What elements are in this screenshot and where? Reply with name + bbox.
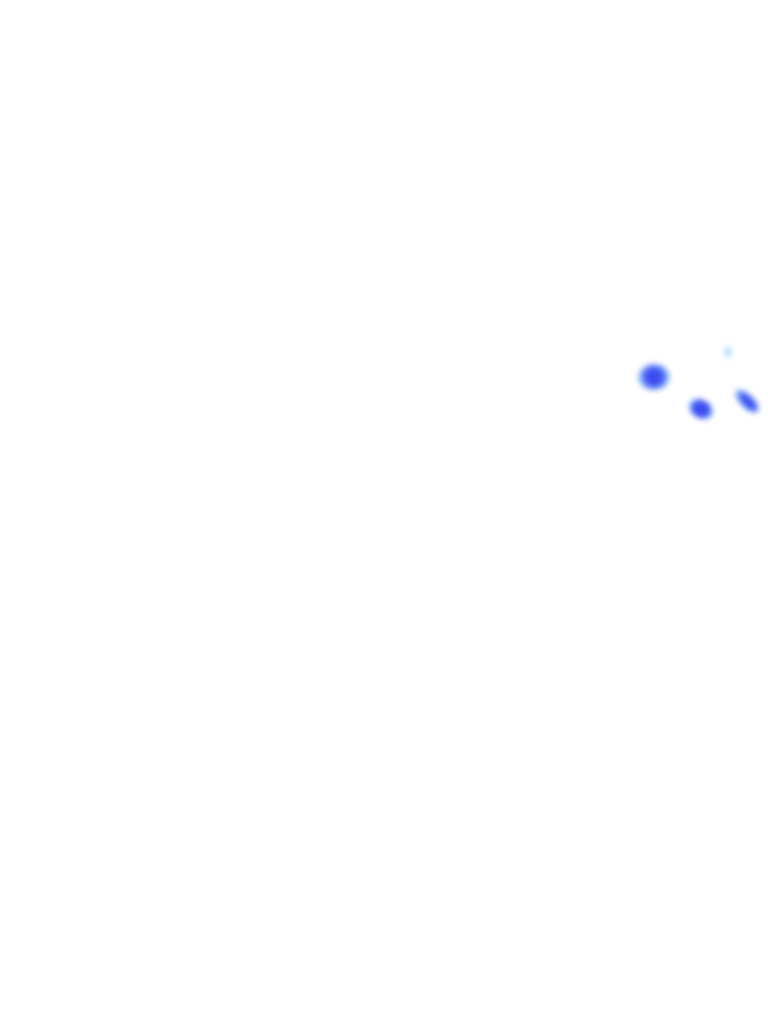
precipitation-cell [731, 385, 763, 417]
precipitation-cell [638, 364, 670, 390]
precipitation-cell [685, 394, 717, 424]
precipitation-cell [724, 345, 732, 359]
